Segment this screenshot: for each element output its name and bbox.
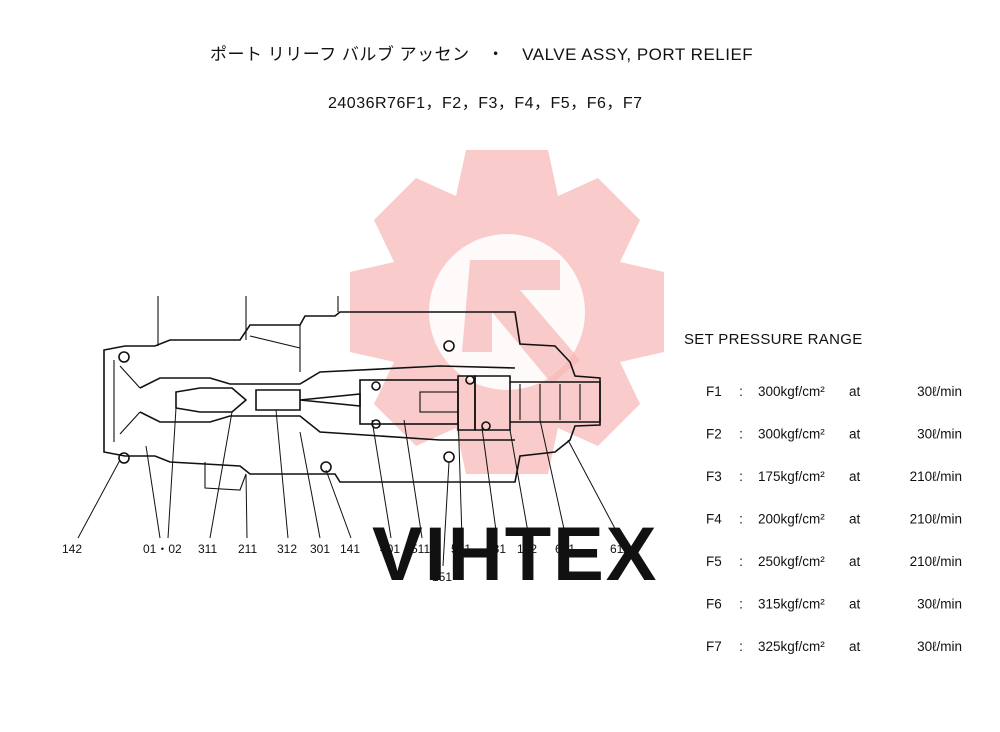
spec-separator: : xyxy=(739,469,743,484)
spec-pressure: 315kgf/cm² xyxy=(758,597,825,612)
set-pressure-row: F3:175kgf/cm² at 210ℓ/min xyxy=(706,469,962,484)
set-pressure-row: F2:300kgf/cm² at 30ℓ/min xyxy=(706,427,962,442)
spec-separator: : xyxy=(739,554,743,569)
spec-at: at xyxy=(849,384,861,399)
callout-label: 531 xyxy=(486,542,506,556)
spec-pressure: 175kgf/cm² xyxy=(758,469,825,484)
spec-pressure: 325kgf/cm² xyxy=(758,639,825,654)
callout-label: 601 xyxy=(555,542,575,556)
set-pressure-row: F4:200kgf/cm² at 210ℓ/min xyxy=(706,512,962,527)
spec-at: at xyxy=(849,512,861,527)
part-number-list: 24036R76F1，F2，F3，F4，F5，F6，F7 xyxy=(328,95,643,112)
callout-label: 401 xyxy=(380,542,400,556)
callout-label: 211 xyxy=(238,542,257,556)
callout-labels: 142 01・02 311 211 312 301 141 401 511 52… xyxy=(62,542,629,584)
spec-at: at xyxy=(849,469,861,484)
spec-id: F2 xyxy=(706,427,722,442)
spec-flow: 30ℓ/min xyxy=(917,384,962,399)
spec-id: F3 xyxy=(706,469,722,484)
set-pressure-row: F5:250kgf/cm² at 210ℓ/min xyxy=(706,554,962,569)
spec-flow: 30ℓ/min xyxy=(917,639,962,654)
spec-at: at xyxy=(849,427,861,442)
spec-id: F7 xyxy=(706,639,722,654)
spec-flow: 30ℓ/min xyxy=(917,597,962,612)
watermark-wordmark: VIHTEX xyxy=(372,512,659,597)
callout-label: 141 xyxy=(340,542,360,556)
callout-label: 01・02 xyxy=(143,542,182,556)
set-pressure-row: F6:315kgf/cm² at 30ℓ/min xyxy=(706,597,962,612)
spec-flow: 210ℓ/min xyxy=(910,512,962,527)
callout-label: 102 xyxy=(517,542,537,556)
callout-label: 142 xyxy=(62,542,82,556)
spec-separator: : xyxy=(739,512,743,527)
callout-label: 521 xyxy=(451,542,471,556)
spec-pressure: 300kgf/cm² xyxy=(758,427,825,442)
spec-id: F4 xyxy=(706,512,722,527)
callout-label: 301 xyxy=(310,542,330,556)
set-pressure-row: F7:325kgf/cm² at 30ℓ/min xyxy=(706,639,962,654)
callout-label: 311 xyxy=(198,542,217,556)
spec-id: F1 xyxy=(706,384,722,399)
spec-flow: 210ℓ/min xyxy=(910,469,962,484)
callout-label: 312 xyxy=(277,542,297,556)
spec-at: at xyxy=(849,554,861,569)
spec-separator: : xyxy=(739,597,743,612)
spec-pressure: 200kgf/cm² xyxy=(758,512,825,527)
spec-separator: : xyxy=(739,384,743,399)
spec-flow: 210ℓ/min xyxy=(910,554,962,569)
spec-at: at xyxy=(849,597,861,612)
page-title: ポート リリーフ バルブ アッセン ・ VALVE ASSY, PORT REL… xyxy=(210,44,753,64)
set-pressure-heading: SET PRESSURE RANGE xyxy=(684,331,863,348)
spec-at: at xyxy=(849,639,861,654)
valve-cross-section xyxy=(103,296,601,491)
set-pressure-row: F1:300kgf/cm² at 30ℓ/min xyxy=(706,384,962,399)
spec-id: F6 xyxy=(706,597,722,612)
callout-label: 611 xyxy=(610,542,629,556)
callout-label: 151 xyxy=(432,570,452,584)
spec-separator: : xyxy=(739,427,743,442)
spec-pressure: 250kgf/cm² xyxy=(758,554,825,569)
spec-separator: : xyxy=(739,639,743,654)
watermark: VIHTEX xyxy=(350,150,664,597)
spec-flow: 30ℓ/min xyxy=(917,427,962,442)
spec-id: F5 xyxy=(706,554,722,569)
leader-lines xyxy=(77,407,621,567)
spec-pressure: 300kgf/cm² xyxy=(758,384,825,399)
callout-label: 511 xyxy=(411,542,430,556)
